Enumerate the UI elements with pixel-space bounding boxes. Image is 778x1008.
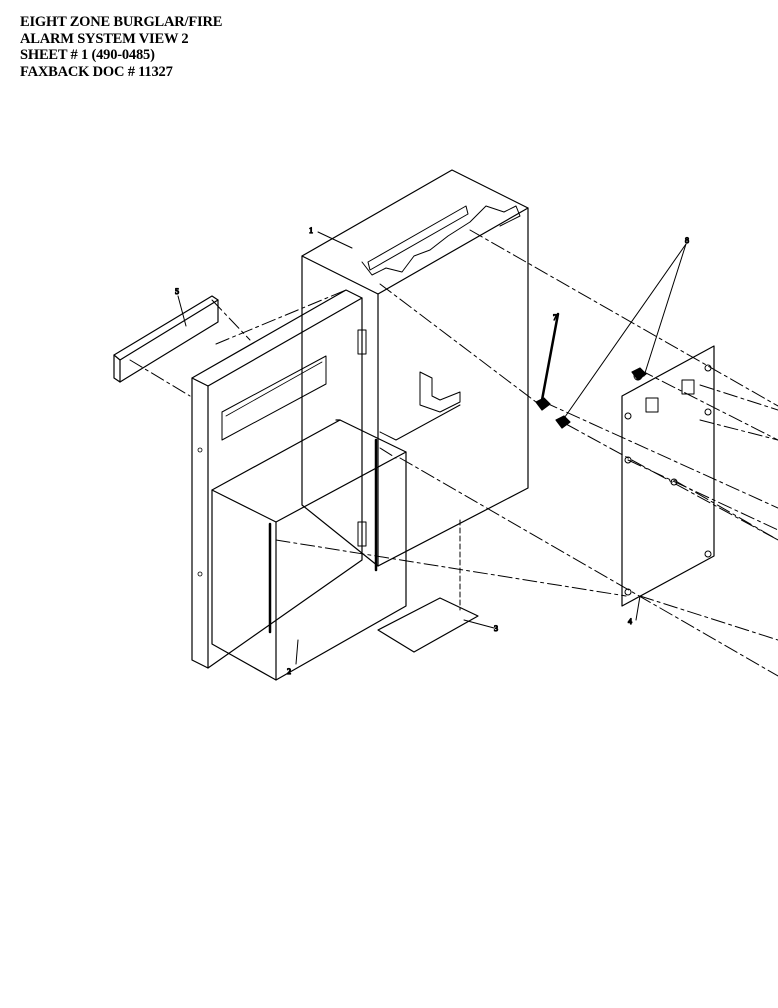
callout-2: 2 [287,667,291,676]
assembly-lines [129,229,778,677]
callout-8: 8 [685,236,689,245]
cabinet-back-box [301,169,529,567]
front-door [191,289,363,669]
callout-7: 7 [553,313,557,322]
standoffs [535,312,647,429]
leader-lines [177,231,687,665]
bottom-plate [377,597,479,653]
title-line-4: FAXBACK DOC # 11327 [20,63,173,80]
callout-5: 5 [175,287,179,296]
label-plate [113,295,219,383]
callout-3: 3 [494,624,498,633]
title-line-3: SHEET # 1 (490-0485) [20,47,155,63]
drawing-title: EIGHT ZONE BURGLAR/FIRE ALARM SYSTEM VIE… [20,14,222,80]
title-line-2: ALARM SYSTEM VIEW 2 [20,30,189,47]
callout-4: 4 [628,617,632,626]
callout-1: 1 [309,226,313,235]
lower-bracket [405,519,461,611]
inner-box [211,419,407,681]
title-line-1: EIGHT ZONE BURGLAR/FIRE [20,14,223,30]
